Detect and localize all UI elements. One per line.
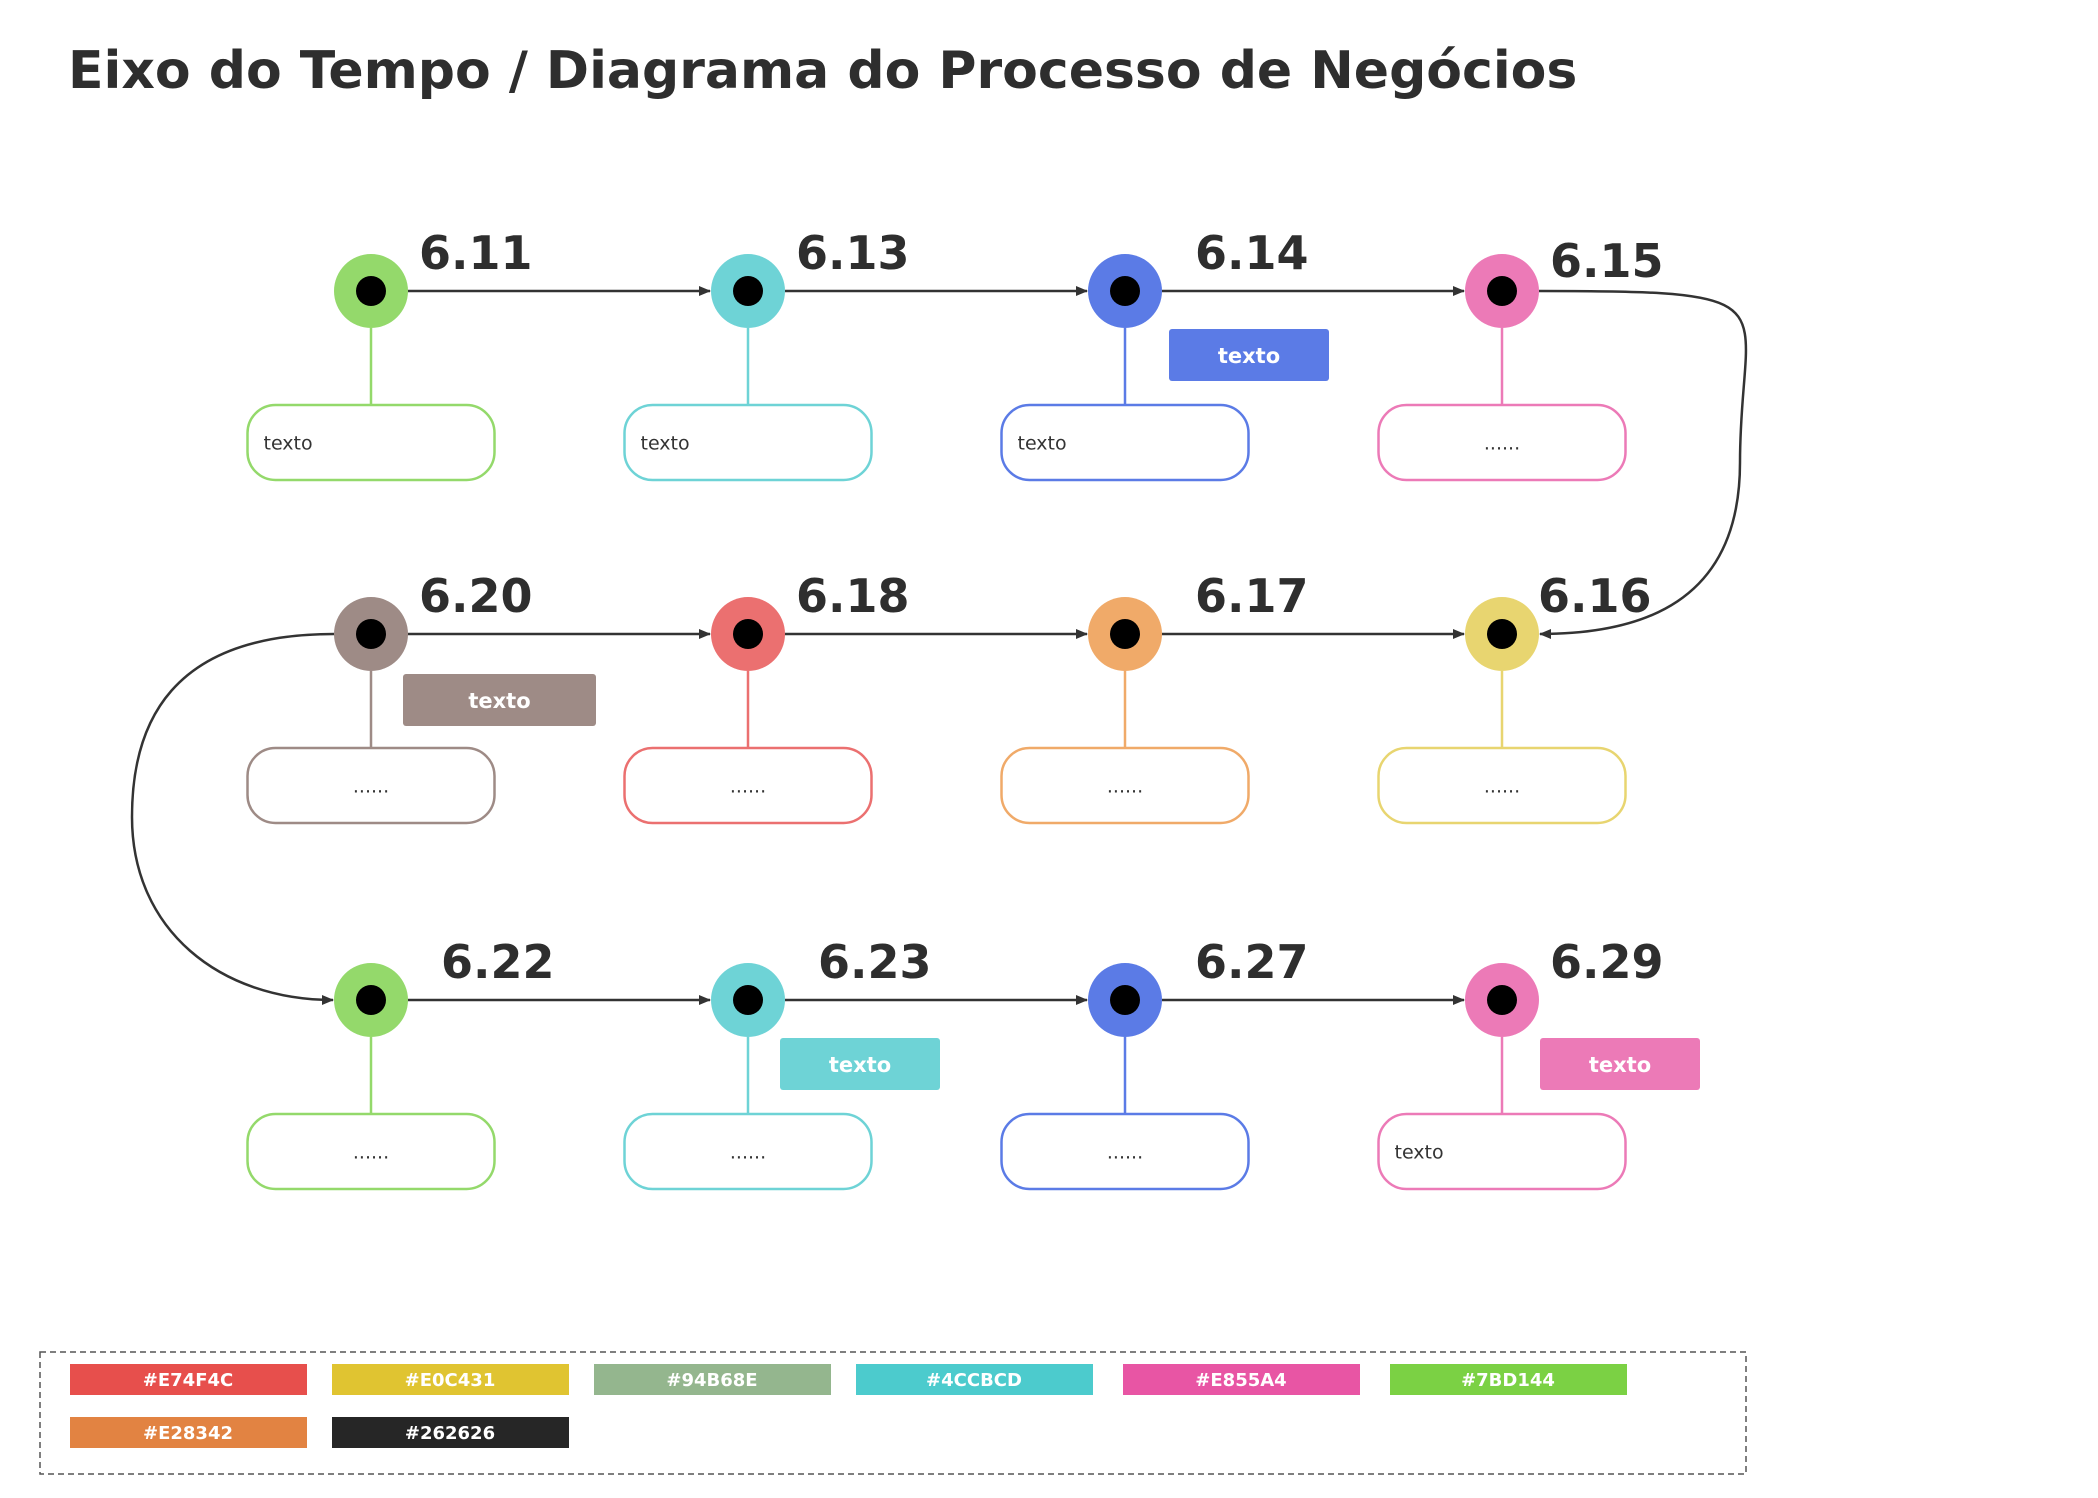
palette-swatch [70,1417,307,1448]
timeline-node: ...... 6.18 [623,569,910,825]
timeline-node: ...... 6.17 [1000,569,1309,825]
palette-swatch [1123,1364,1360,1395]
palette-swatch-label: #E855A4 [1195,1370,1286,1391]
node-text-box [1377,1112,1627,1191]
timeline-connectors [130,286,1748,1005]
palette-swatch [1390,1364,1627,1395]
node-date-label: 6.17 [1195,569,1309,623]
palette-swatch-label: #E74F4C [143,1370,233,1391]
palette-swatch-label: #4CCBCD [926,1370,1022,1391]
connector-curve-left [130,632,335,1005]
node-center-dot [733,276,763,306]
connector-curve-right [1538,289,1748,639]
node-box-text: texto [1018,433,1067,455]
palette-swatch-label: #7BD144 [1461,1370,1555,1391]
node-box-text: ...... [1107,1142,1143,1164]
timeline-node: ...... 6.15 [1377,234,1664,482]
palette-swatch [594,1364,831,1395]
node-box-text: ...... [353,776,389,798]
node-date-label: 6.20 [419,569,533,623]
node-center-dot [356,276,386,306]
color-palette-swatches: #E74F4C #E0C431 #94B68E #4CCBCD #E855A4 #7BD1… [70,1364,1627,1448]
node-text-box [246,1112,496,1191]
node-text-box [1000,746,1250,825]
node-date-label: 6.13 [796,226,910,280]
node-date-label: 6.11 [419,226,533,280]
node-text-box [1000,1112,1250,1191]
timeline-node: ...... 6.16 [1377,569,1652,825]
timeline-node: texto 6.13 [623,226,910,482]
node-text-box [1000,403,1250,482]
node-center-dot [1110,619,1140,649]
node-center-dot [356,985,386,1015]
timeline-node: ...... 6.23 texto [623,935,940,1191]
node-text-box [623,1112,873,1191]
node-date-label: 6.27 [1195,935,1309,989]
node-date-label: 6.29 [1550,935,1664,989]
color-palette-legend [39,1351,1747,1475]
node-tag [403,674,596,726]
palette-swatch-label: #E0C431 [405,1370,496,1391]
timeline-node: ...... 6.22 [246,935,555,1191]
node-text-box [623,403,873,482]
timeline-node: ...... 6.27 [1000,935,1309,1191]
node-date-label: 6.14 [1195,226,1309,280]
node-box-text: texto [641,433,690,455]
node-tag [1169,329,1329,381]
node-box-text: ...... [1107,776,1143,798]
node-text-box [246,403,496,482]
page-title: Eixo do Tempo / Diagrama do Processo de … [68,41,1577,101]
node-date-label: 6.18 [796,569,910,623]
node-date-label: 6.15 [1550,234,1664,288]
node-tag-label: texto [1218,344,1280,368]
palette-swatch-label: #94B68E [666,1370,757,1391]
node-center-dot [733,985,763,1015]
timeline-nodes: texto 6.11 texto 6.13 texto 6.14 texto...... 6.… [246,226,1700,1191]
node-date-label: 6.23 [818,935,932,989]
node-box-text: ...... [730,776,766,798]
node-center-dot [1487,619,1517,649]
node-center-dot [733,619,763,649]
timeline-node: ...... 6.20 texto [246,569,596,825]
node-center-dot [1487,276,1517,306]
timeline-node: texto 6.29 texto [1377,935,1700,1191]
timeline-node: texto 6.11 [246,226,533,482]
palette-swatch [332,1417,569,1448]
timeline-node: texto 6.14 texto [1000,226,1329,482]
node-date-label: 6.22 [441,935,555,989]
palette-swatch [856,1364,1093,1395]
node-tag-label: texto [1589,1053,1651,1077]
node-tag [1540,1038,1700,1090]
palette-swatch [332,1364,569,1395]
node-box-text: ...... [1484,433,1520,455]
palette-swatch [70,1364,307,1395]
node-box-text: ...... [353,1142,389,1164]
palette-swatch-label: #262626 [405,1423,495,1444]
node-center-dot [1487,985,1517,1015]
node-tag-label: texto [468,689,530,713]
node-center-dot [1110,276,1140,306]
node-box-text: ...... [730,1142,766,1164]
palette-swatch-label: #E28342 [143,1423,233,1444]
node-center-dot [356,619,386,649]
node-box-text: ...... [1484,776,1520,798]
node-text-box [246,746,496,825]
node-center-dot [1110,985,1140,1015]
node-text-box [1377,746,1627,825]
node-text-box [623,746,873,825]
node-box-text: texto [1395,1142,1444,1164]
node-tag [780,1038,940,1090]
node-tag-label: texto [829,1053,891,1077]
node-box-text: texto [264,433,313,455]
node-text-box [1377,403,1627,482]
node-date-label: 6.16 [1538,569,1652,623]
